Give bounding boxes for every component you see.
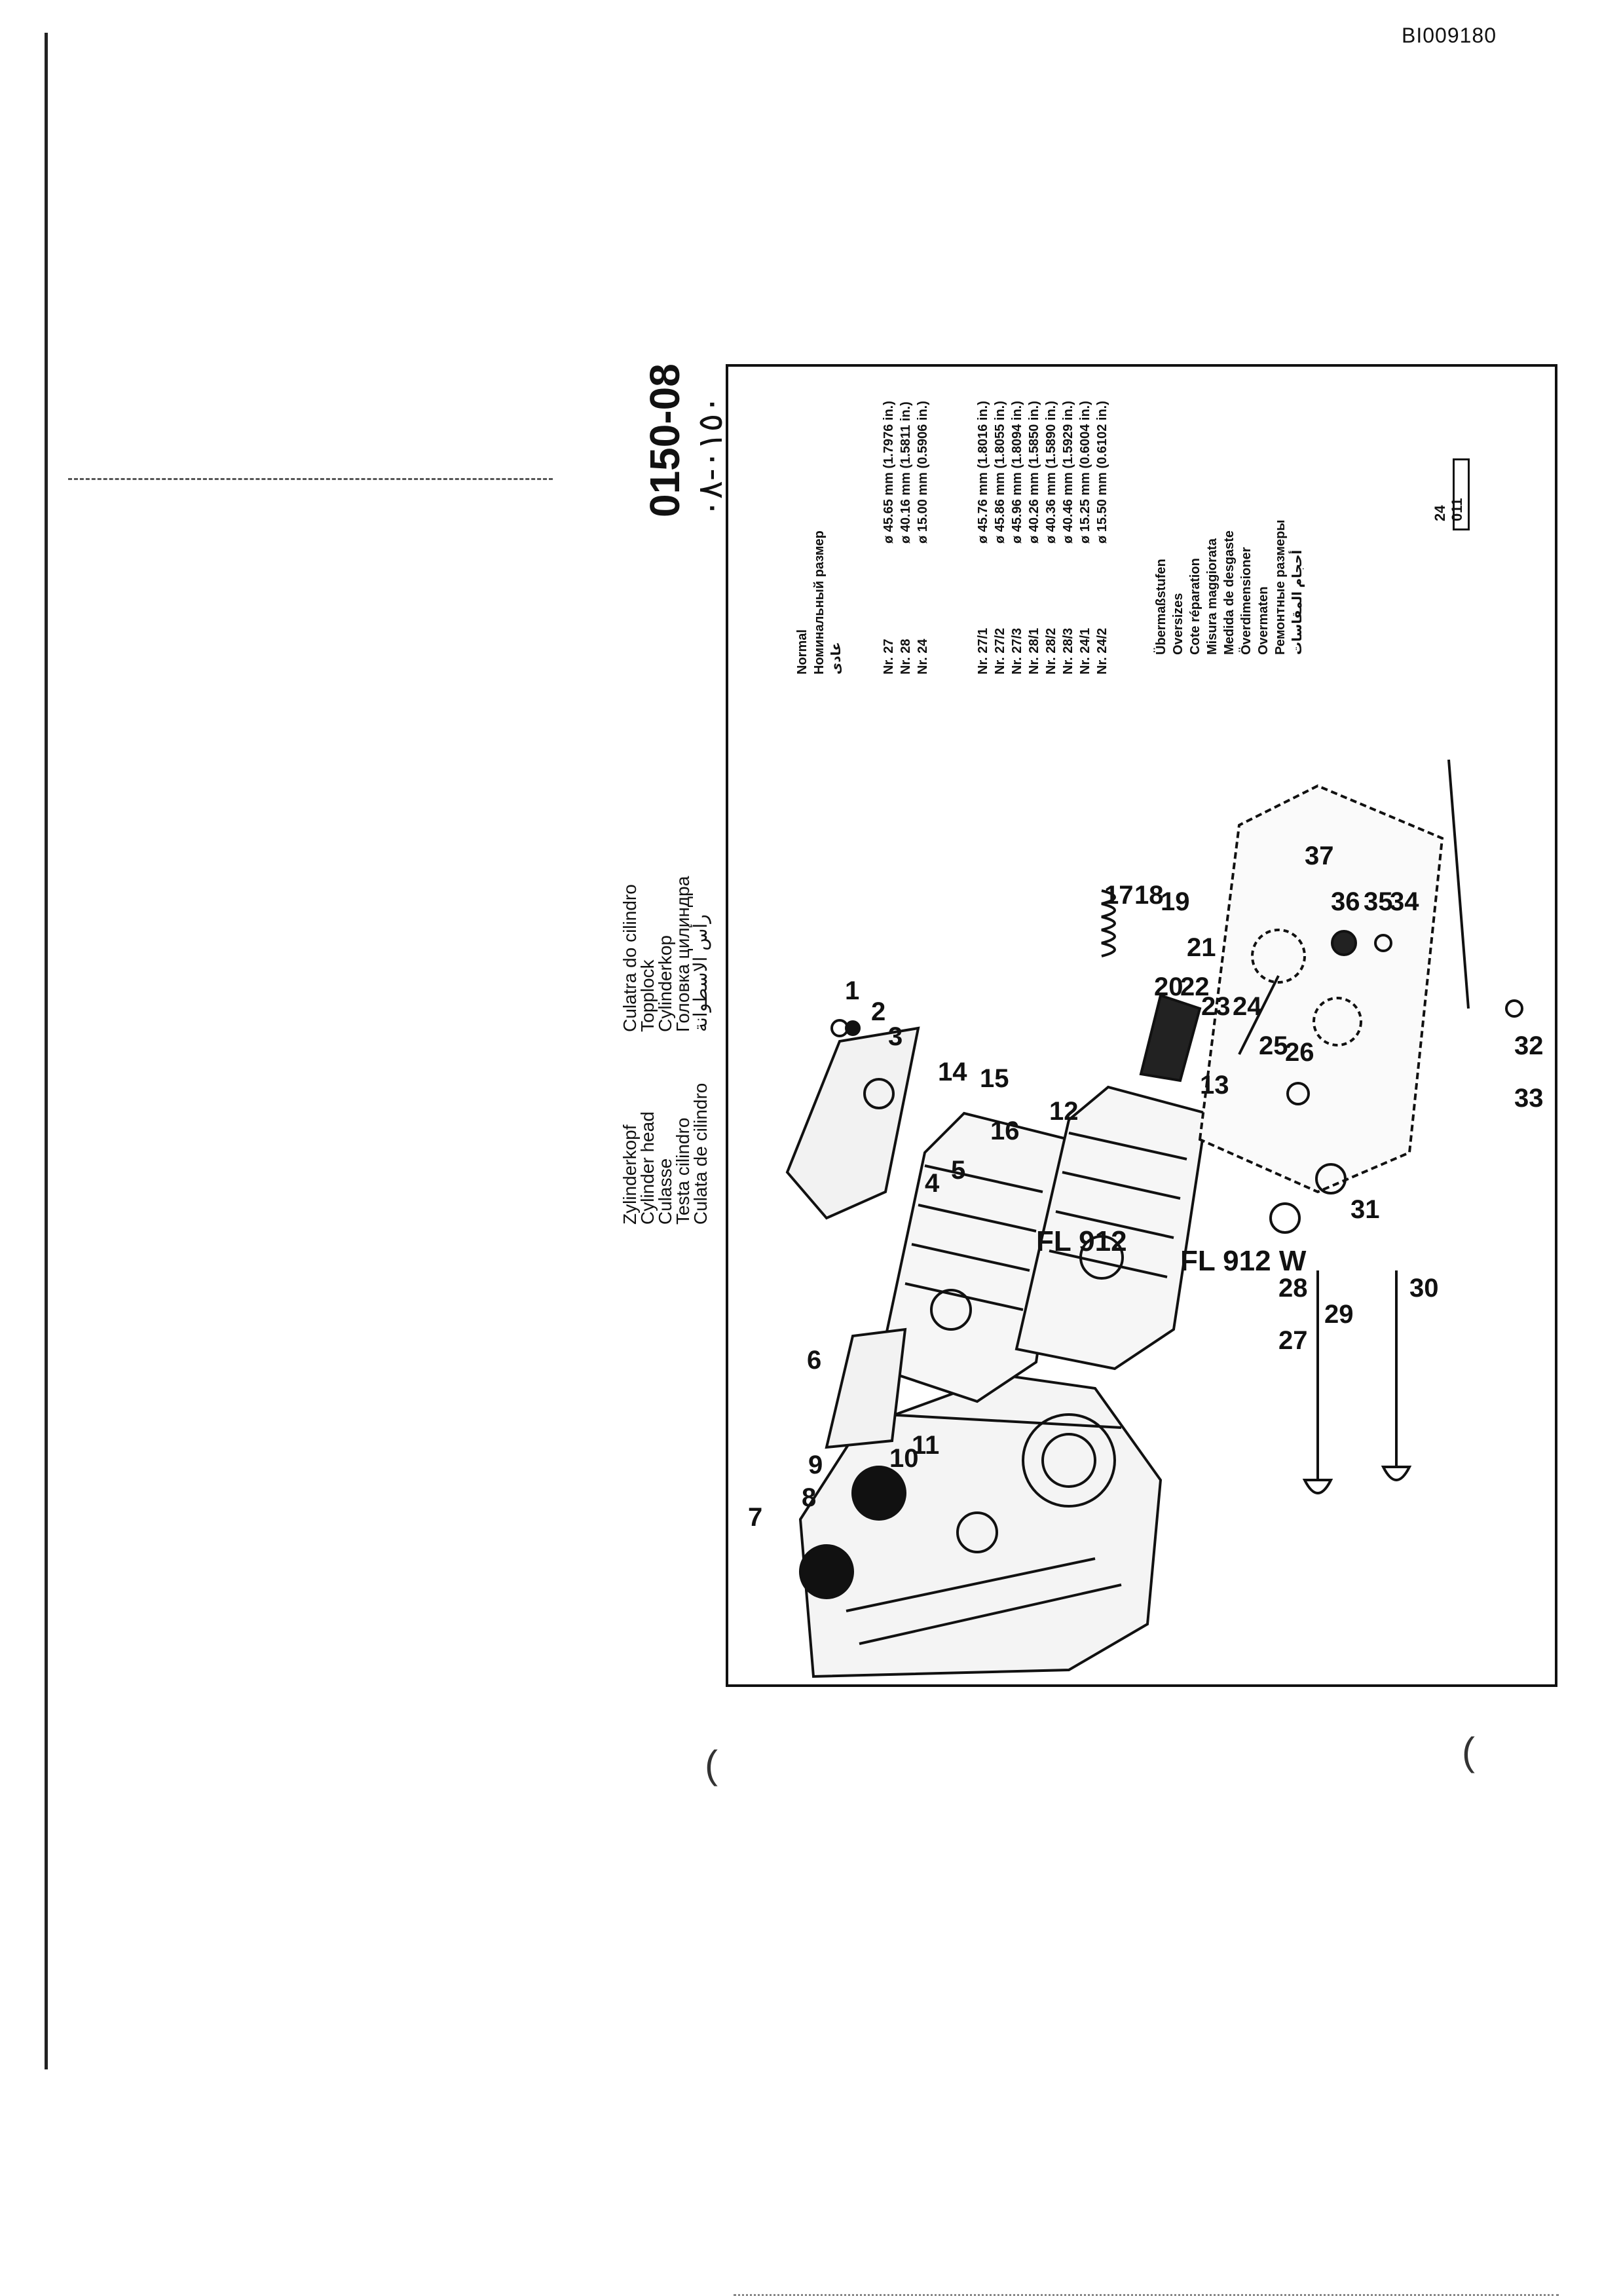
- callout-label: 17: [1104, 881, 1134, 910]
- exploded-view-drawing: 1 2 3 4 5 6 7 8 9 10 11 12 13 14 15 16 1…: [748, 759, 1544, 1678]
- guide-26: [1286, 1082, 1310, 1105]
- valve-spring: [1101, 889, 1116, 957]
- callout-label: 29: [1324, 1300, 1354, 1329]
- title-column-left: Zylinderkopf Cylinder head Culasse Testa…: [620, 1083, 711, 1225]
- binding-margin-line: [45, 33, 48, 2069]
- callout-label: 30: [1409, 1274, 1439, 1303]
- part-number: 0150-08: [641, 363, 688, 517]
- model-label-fl912w: FL 912 W: [1180, 1245, 1307, 1277]
- callout-label: 26: [1285, 1038, 1314, 1067]
- title-pt: Culatra do cilindro: [620, 884, 640, 1032]
- callout-label: 1: [845, 976, 859, 1005]
- callout-label: 19: [1161, 887, 1190, 916]
- title-es: Culata de cilindro: [690, 1083, 711, 1225]
- title-de: Zylinderkopf: [620, 1124, 640, 1225]
- title-column-right: Culatra do cilindro Topplock Cylinderkop…: [620, 876, 711, 1032]
- callout-label: 35: [1364, 887, 1393, 916]
- callout-label: 33: [1514, 1084, 1544, 1113]
- callout-label: 9: [808, 1451, 823, 1479]
- callout-label: 3: [888, 1022, 903, 1051]
- cylinder-head-casting: [1198, 784, 1444, 1194]
- document-id: BI009180: [1402, 24, 1497, 47]
- engine-cylinder-dark-2: [851, 1466, 906, 1521]
- valve-cover: [785, 1026, 920, 1220]
- cap-35: [1331, 930, 1357, 956]
- callout-label: 6: [807, 1346, 821, 1375]
- callout-label: 4: [925, 1169, 940, 1198]
- callout-label: 2: [871, 997, 885, 1026]
- callout-label: 11: [912, 1431, 939, 1460]
- push-rod-33: [1447, 759, 1470, 1009]
- callout-label: 12: [1049, 1097, 1079, 1126]
- washer-3: [845, 1020, 861, 1036]
- callout-label: 10: [889, 1444, 919, 1473]
- callout-label: 28: [1278, 1274, 1308, 1303]
- seat-27: [1269, 1202, 1301, 1234]
- scan-mark-right: (: [1462, 1730, 1475, 1773]
- callout-label: 36: [1331, 887, 1360, 916]
- illustration-frame: [726, 364, 1557, 1687]
- scan-mark-left: (: [705, 1743, 718, 1787]
- callout-label: 7: [748, 1503, 762, 1532]
- callout-label: 27: [1278, 1326, 1308, 1355]
- callout-label: 16: [990, 1117, 1020, 1145]
- callout-label: 20: [1154, 972, 1183, 1001]
- rocker-arm: [1139, 993, 1202, 1083]
- dashed-cut-line: [68, 478, 553, 480]
- valve-30: [1381, 1270, 1412, 1481]
- part-number-block: 0150-08 ٠١٥٠-٠٨: [641, 363, 734, 517]
- engine-cylinder-dark-1: [799, 1544, 854, 1599]
- washer-32: [1505, 999, 1523, 1018]
- callout-label: 31: [1351, 1195, 1380, 1224]
- callout-label: 24: [1233, 992, 1262, 1021]
- callout-label: 8: [802, 1483, 816, 1512]
- engine-pulley: [1022, 1413, 1116, 1508]
- callout-label: 15: [980, 1064, 1009, 1093]
- reference-code-box: 24 011: [1432, 458, 1470, 530]
- part-number-arabic: ٠١٥٠-٠٨: [691, 395, 730, 517]
- callout-label: 22: [1180, 972, 1210, 1001]
- title-block: Zylinderkopf Cylinder head Culasse Testa…: [620, 830, 711, 1225]
- push-rod-25: [1238, 975, 1280, 1055]
- callout-label: 21: [1187, 933, 1216, 962]
- title-en: Cylinder head: [637, 1111, 658, 1225]
- title-fr: Culasse: [655, 1158, 675, 1225]
- callout-label: 23: [1201, 992, 1231, 1021]
- title-no: Topplock: [637, 959, 658, 1032]
- title-ar: رأس الاسطوانة: [690, 914, 711, 1032]
- callout-label: 14: [938, 1058, 967, 1086]
- title-nl: Cylinderkop: [655, 935, 675, 1032]
- callout-label: 34: [1390, 887, 1419, 916]
- title-ru: Головка цилиндра: [673, 876, 693, 1032]
- rocker-bracket: [825, 1327, 907, 1449]
- callout-label: 5: [951, 1156, 965, 1185]
- seat-28: [1315, 1163, 1347, 1194]
- model-label-fl912: FL 912: [1036, 1225, 1127, 1257]
- callout-label: 13: [1200, 1071, 1229, 1100]
- callout-label: 25: [1259, 1031, 1288, 1060]
- washer-34: [1374, 934, 1392, 952]
- title-it: Testa cilindro: [673, 1117, 693, 1225]
- callout-label: 32: [1514, 1031, 1544, 1060]
- callout-label: 18: [1134, 881, 1164, 910]
- callout-label: 37: [1305, 842, 1334, 870]
- valve-29: [1302, 1270, 1333, 1494]
- callout-labels: 1 2 3 4 5 6 7 8 9 10 11 12 13 14 15 16 1…: [748, 842, 1544, 1532]
